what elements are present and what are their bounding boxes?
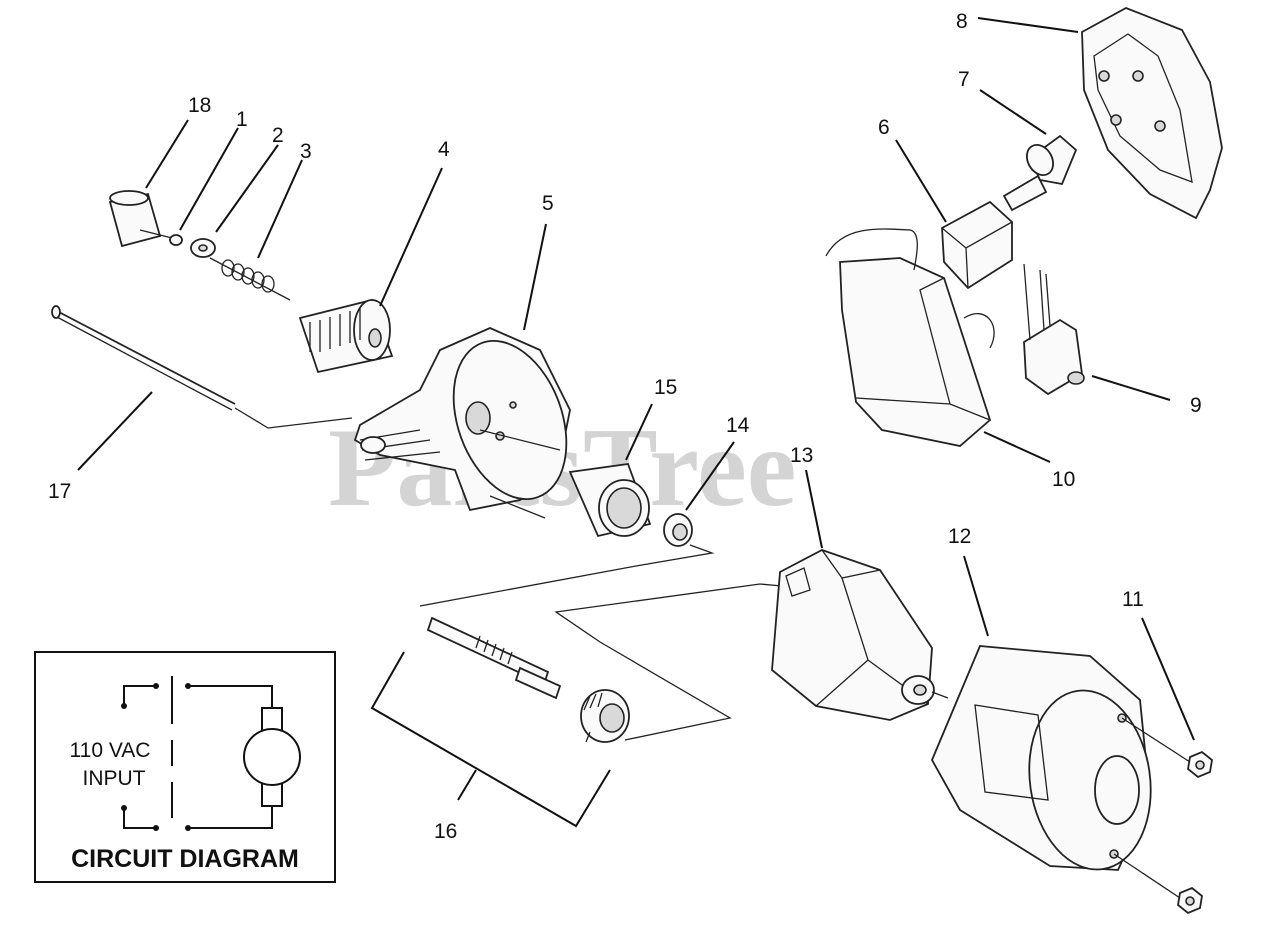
part-4-clutch-gear (298, 298, 394, 374)
part-14-bushing (419, 513, 715, 607)
callout-14: 14 (726, 414, 750, 437)
terminal-dot (121, 703, 127, 709)
part-16-drive-shaft (426, 583, 783, 743)
part-7-switch-boot (1025, 134, 1078, 186)
input-label-line2: INPUT (83, 767, 146, 790)
part-8-cover-plate (1081, 7, 1223, 220)
circuit-diagram: 110 VAC INPUT CIRCUIT DIAGRAM (34, 651, 336, 883)
part-9-power-plug (1023, 263, 1085, 396)
callout-18: 18 (188, 94, 211, 117)
part-2-washer (190, 238, 216, 258)
leader-lines (77, 17, 1195, 828)
callout-15: 15 (654, 376, 677, 399)
part-3-spring (209, 257, 291, 301)
callout-6: 6 (878, 116, 890, 139)
callout-17: 17 (48, 480, 71, 503)
part-6-switch (941, 174, 1048, 290)
callout-5: 5 (542, 192, 554, 215)
callout-16: 16 (434, 820, 457, 843)
callout-11: 11 (1122, 588, 1144, 611)
part-1-washer (169, 234, 183, 246)
part-15-sleeve (568, 463, 652, 538)
callout-13: 13 (790, 444, 813, 467)
part-11-nut-upper (1187, 750, 1213, 779)
callout-labels: 18 1 2 3 4 5 6 7 8 9 10 11 12 13 14 15 1… (48, 10, 1202, 843)
terminal-dot (153, 825, 159, 831)
part-10-switch-housing (825, 228, 995, 447)
callout-12: 12 (948, 525, 971, 548)
callout-8: 8 (956, 10, 968, 33)
callout-10: 10 (1052, 468, 1075, 491)
callout-1: 1 (236, 108, 248, 131)
part-18-sleeve (108, 190, 173, 248)
callout-4: 4 (438, 138, 450, 161)
callout-2: 2 (272, 124, 284, 147)
part-12-motor-housing (930, 645, 1191, 899)
part-11-nut-lower (1177, 886, 1203, 915)
motor-symbol-icon (243, 728, 301, 786)
circuit-diagram-title: CIRCUIT DIAGRAM (71, 845, 299, 873)
callout-3: 3 (300, 140, 312, 163)
part-17-through-bolt (51, 305, 353, 429)
callout-9: 9 (1190, 394, 1202, 417)
input-label-line1: 110 VAC (70, 739, 151, 762)
part-5-end-housing (353, 327, 571, 519)
part-13-armature (771, 549, 949, 721)
terminal-dot (153, 683, 159, 689)
callout-7: 7 (958, 68, 970, 91)
terminal-dot (121, 805, 127, 811)
